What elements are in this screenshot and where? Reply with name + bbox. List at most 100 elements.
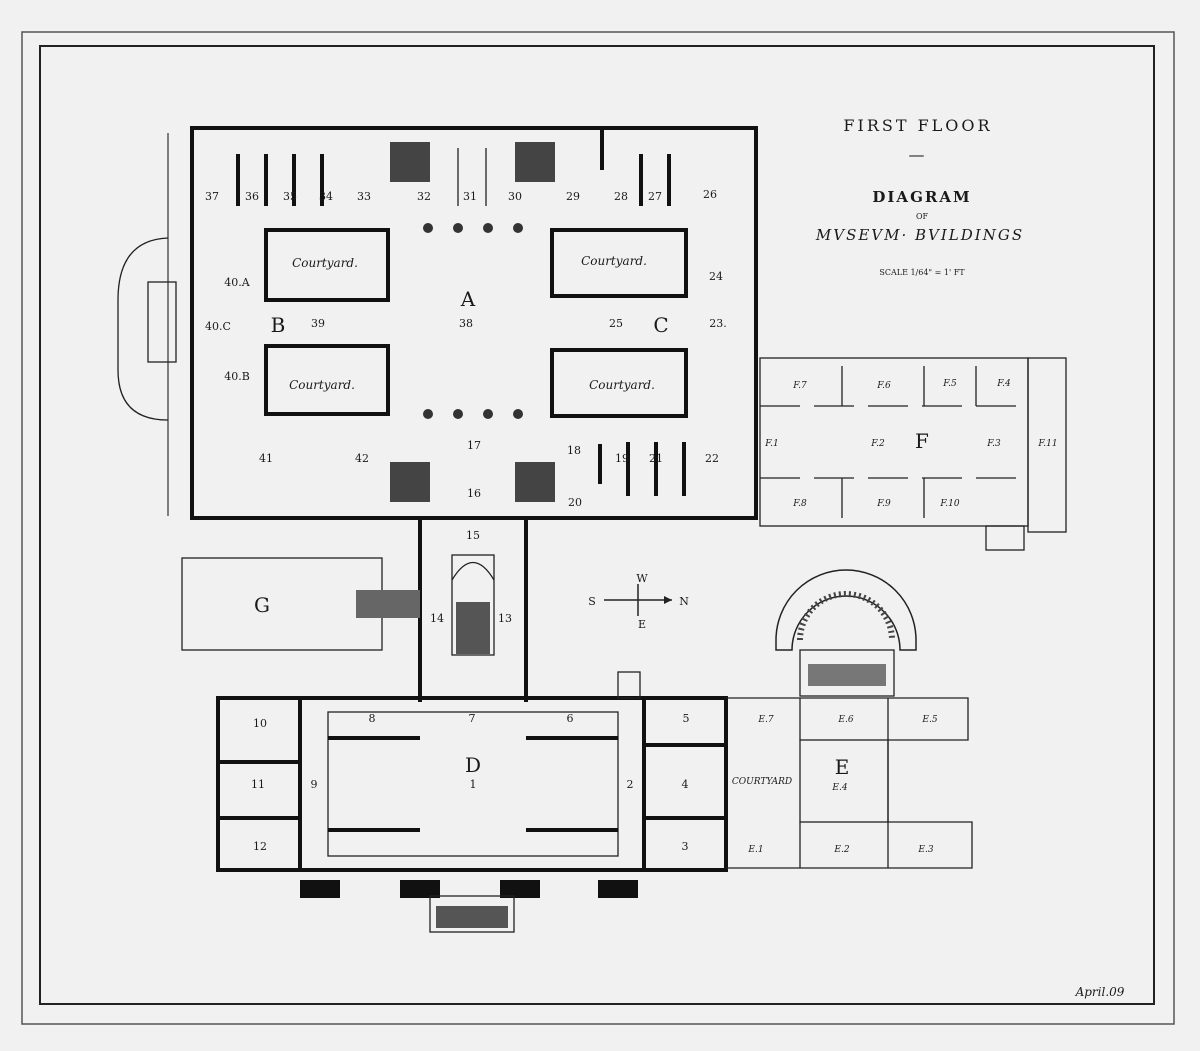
courtyard-nw-label: Courtyard. [292,256,358,270]
connector-corridor: 14 13 [418,518,528,702]
room-36-label: 36 [245,190,259,203]
compass-e: E [638,618,646,631]
room-16-label: 16 [467,487,481,500]
room-34-label: 34 [319,190,333,203]
drawing-date: April.09 [1075,985,1125,999]
room-f11-label: F.11 [1037,439,1057,449]
stair-ne [515,142,555,182]
main-building [117,126,758,520]
compass-s: S [588,595,596,608]
courtyard-se-label: Courtyard. [589,378,655,392]
courtyard-sw-outline [264,344,390,416]
room-f5-label: F.5 [942,379,957,389]
block-d-outline [216,696,728,872]
room-40a-label: 40.A [224,276,250,289]
room-17-label: 17 [467,439,481,452]
block-e-label: E [835,755,850,779]
room-24-label: 24 [709,270,723,283]
room-35-label: 35 [283,190,297,203]
room-5-label: 5 [683,712,690,725]
room-f4-label: F.4 [996,379,1011,389]
room-e5-label: E.5 [921,715,937,725]
room-e2-label: E.2 [833,845,849,855]
grand-stair [451,554,495,656]
room-42-label: 42 [355,452,369,465]
room-29-label: 29 [566,190,580,203]
auditorium [775,569,917,697]
room-7-label: 7 [469,712,476,725]
block-g-label: G [254,593,270,617]
stair-nw [390,142,430,182]
room-28-label: 28 [614,190,628,203]
room-f1-label: F.1 [764,439,778,449]
room-3-label: 3 [682,840,689,853]
entrance-steps [429,895,515,933]
room-f9-label: F.9 [876,499,891,509]
block-b-label: B [271,313,286,337]
stair-se [515,462,555,502]
stair-sw [390,462,430,502]
room-8-label: 8 [369,712,376,725]
room-21-label: 21 [649,452,663,465]
room-14-label: 14 [430,612,444,625]
block-d: 10 11 12 9 8 7 6 5 4 3 2 1 D [216,671,728,933]
room-6-label: 6 [567,712,574,725]
central-columns [423,223,523,419]
room-2-label: 2 [627,778,634,791]
room-e3-label: E.3 [917,845,933,855]
room-f8-label: F.8 [792,499,807,509]
room-e4-label: E.4 [831,783,847,793]
block-a-label: A [460,287,476,311]
room-f2-label: F.2 [870,439,885,449]
courtyard-e-label: COURTYARD [732,777,792,787]
room-e1-label: E.1 [747,845,763,855]
room-41-label: 41 [259,452,273,465]
room-12-label: 12 [253,840,267,853]
title-dash: — [909,145,928,164]
main-building-outline [190,126,758,520]
courtyard-ne-label: Courtyard. [581,254,647,268]
room-31-label: 31 [463,190,477,203]
room-f3-label: F.3 [986,439,1001,449]
courtyard-sw-label: Courtyard. [289,378,355,392]
title-of: OF [916,212,929,221]
room-f7-label: F.7 [792,381,807,391]
outer-border [21,31,1175,1025]
title-block: FIRST FLOOR — DIAGRAM OF MVSEVM· BVILDIN… [815,116,1024,277]
room-20-label: 20 [568,496,582,509]
main-building-labels: 37 36 35 34 33 32 31 30 29 28 27 26 24 2… [205,188,727,542]
room-18-label: 18 [567,444,581,457]
compass-n: N [679,595,689,608]
compass-rose: W S N E [588,572,689,631]
inner-border [39,45,1155,1005]
courtyard-nw-outline [264,228,390,302]
room-9-label: 9 [311,778,318,791]
room-e6-label: E.6 [837,715,853,725]
room-33-label: 33 [357,190,371,203]
room-26-label: 26 [703,188,717,201]
room-19-label: 19 [615,452,629,465]
title-museum-buildings: MVSEVM· BVILDINGS [815,226,1024,244]
room-25-label: 25 [609,317,623,330]
title-first-floor: FIRST FLOOR [843,116,992,135]
room-13-label: 13 [498,612,512,625]
room-e7-label: E.7 [757,715,773,725]
wing-g-outline [181,557,383,651]
block-d-label: D [465,753,481,777]
courtyard-ne-outline [550,228,688,298]
room-40b-label: 40.B [224,370,250,383]
wing-g: G [181,557,420,651]
wing-e: E.7 E.6 E.5 COURTYARD E E.4 E.1 E.2 E.3 [726,697,973,869]
room-27-label: 27 [648,190,662,203]
room-10-label: 10 [253,717,267,730]
room-11-label: 11 [251,778,265,791]
room-f10-label: F.10 [939,499,959,509]
room-1-label: 1 [470,778,477,791]
room-37-label: 37 [205,190,219,203]
compass-w: W [636,572,648,585]
west-porch [117,237,169,421]
room-22-label: 22 [705,452,719,465]
room-39-label: 39 [311,317,325,330]
